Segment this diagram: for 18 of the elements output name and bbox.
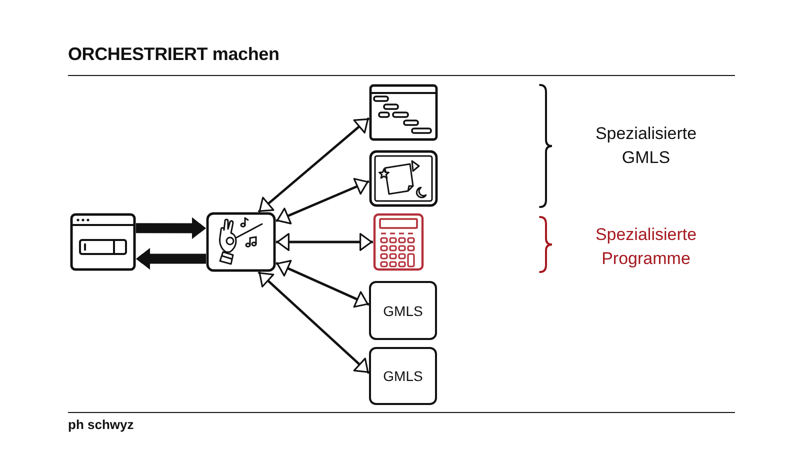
- brace-label: Spezialisierte GMLS: [595, 124, 697, 167]
- block-arrow: [136, 217, 206, 240]
- block-arrow: [136, 248, 206, 270]
- process-box: GMLS: [369, 347, 437, 405]
- process-box: GMLS: [369, 281, 437, 340]
- double-arrow: [276, 178, 370, 224]
- double-arrow: [276, 260, 370, 308]
- gantt-chart-icon: [369, 84, 438, 141]
- conductor-hand-icon: [206, 212, 276, 272]
- double-arrow: [258, 117, 370, 213]
- double-arrow: [276, 233, 373, 251]
- footer-text: ph schwyz: [68, 417, 134, 432]
- brace-label: Spezialisierte Programme: [595, 225, 697, 268]
- slide-title: ORCHESTRIERT machen: [68, 44, 280, 65]
- sketch-sheet-icon: [369, 150, 438, 207]
- browser-window-icon: [70, 213, 136, 271]
- calculator-icon: [373, 213, 424, 271]
- double-arrow: [258, 271, 370, 374]
